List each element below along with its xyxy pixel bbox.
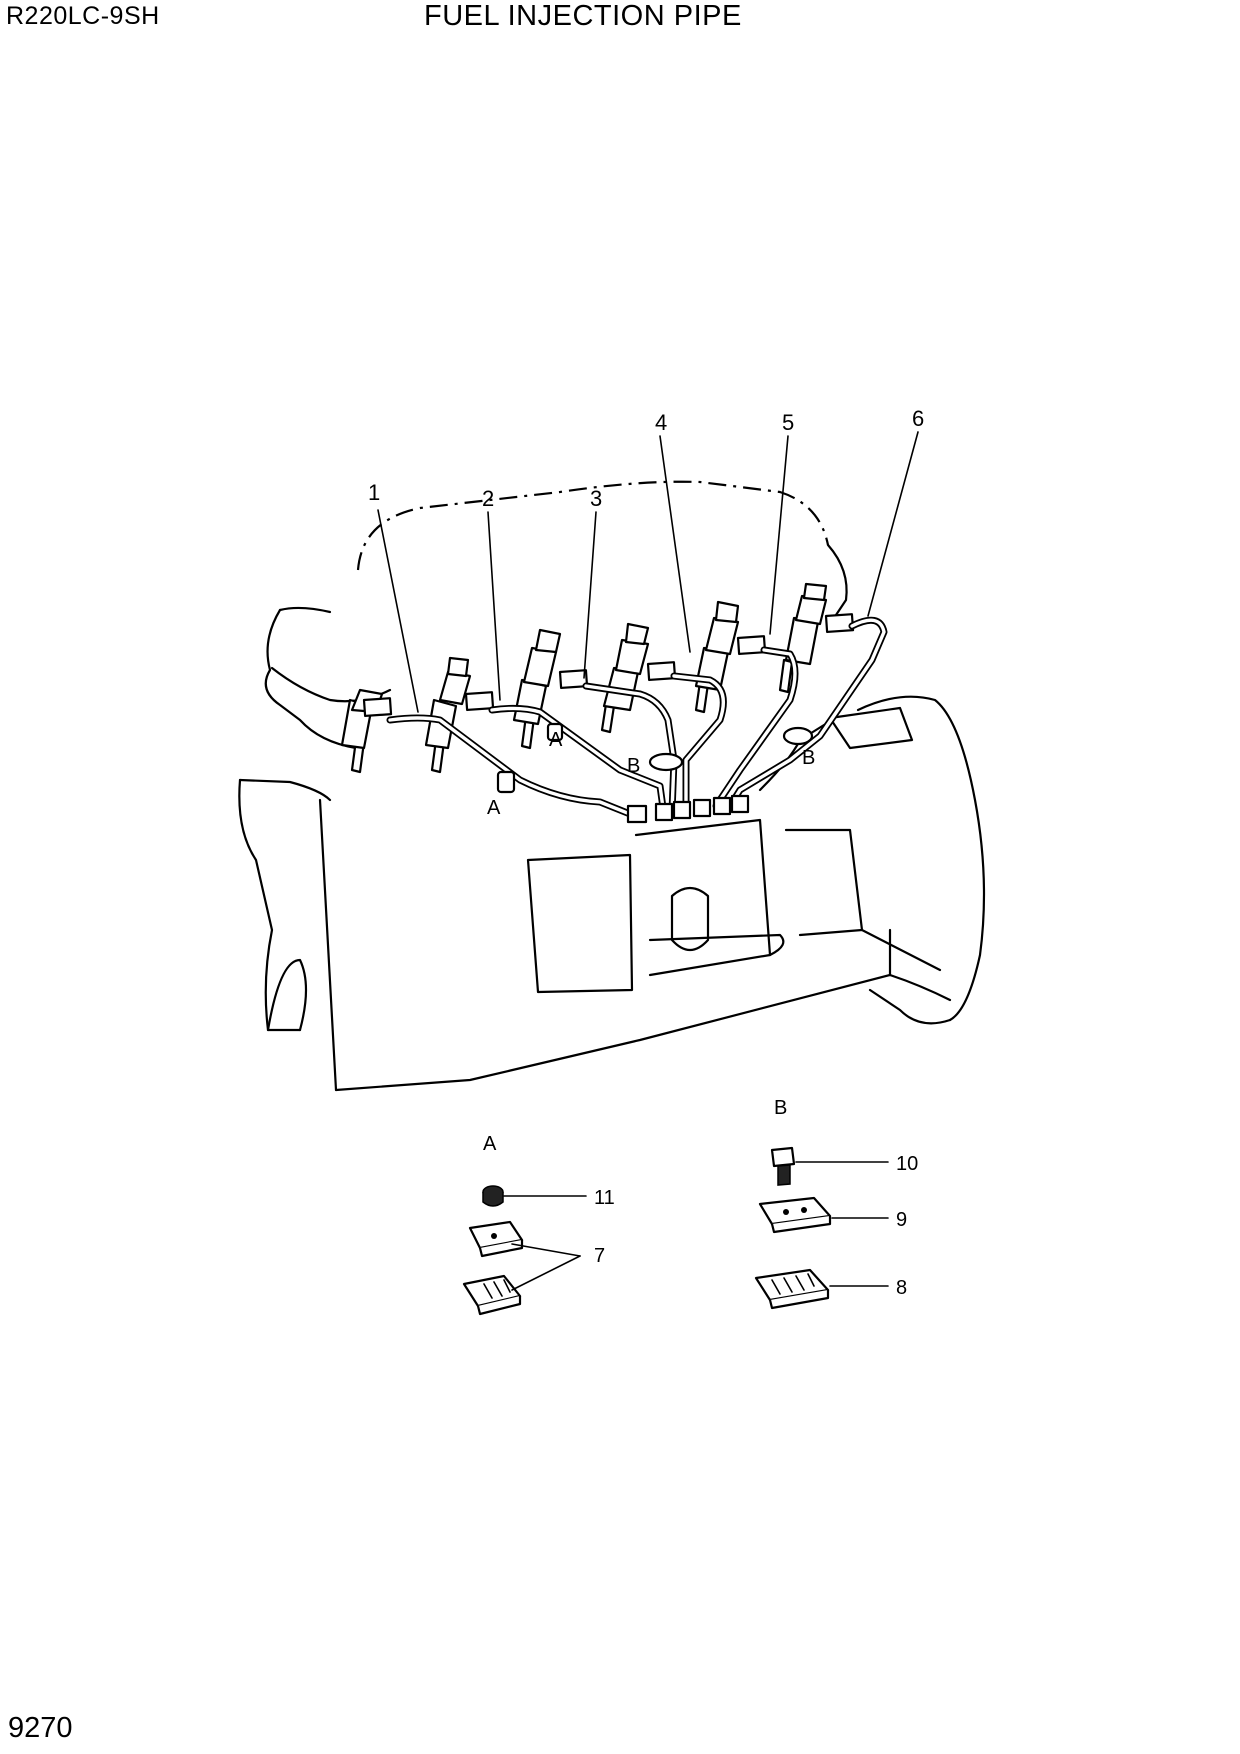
callout-2: 2 — [482, 486, 494, 511]
page-title: FUEL INJECTION PIPE — [424, 0, 742, 32]
callout-10: 10 — [896, 1153, 918, 1175]
part-7-clamp-lower — [462, 1274, 522, 1316]
clamp-label-b-left: B — [627, 755, 640, 777]
detail-b: B 10 9 8 — [754, 1097, 918, 1310]
callout-5: 5 — [782, 410, 794, 435]
callout-8: 8 — [896, 1277, 907, 1299]
leader-lines — [377, 431, 919, 713]
part-7-clamp-upper — [468, 1220, 524, 1258]
model-number: R220LC-9SH — [6, 2, 160, 30]
clamp-a-lower — [496, 770, 516, 794]
clamp-label-b-right: B — [802, 747, 815, 769]
callout-3: 3 — [590, 486, 602, 511]
injector-set — [340, 582, 855, 774]
callout-9: 9 — [896, 1209, 907, 1231]
page-number: 9270 — [8, 1712, 73, 1744]
clamp-b-left — [648, 752, 684, 772]
clamp-a-upper — [546, 722, 564, 742]
fuel-pipes — [386, 616, 888, 824]
detail-a-label: A — [483, 1133, 497, 1155]
injector-3 — [512, 628, 589, 750]
part-9-clamp-plate — [758, 1196, 832, 1234]
engine-block-outline — [238, 480, 986, 1092]
clamp-label-a-upper: A — [549, 729, 563, 751]
injector-1 — [340, 688, 393, 774]
part-10-bolt — [770, 1146, 796, 1186]
injector-4 — [600, 622, 677, 734]
detail-b-label: B — [774, 1097, 787, 1119]
injector-5 — [694, 600, 767, 714]
injector-6 — [778, 582, 855, 694]
callout-4: 4 — [655, 410, 667, 435]
callout-1: 1 — [368, 480, 380, 505]
callout-11: 11 — [594, 1187, 615, 1209]
clamp-label-a-lower: A — [487, 797, 501, 819]
part-11-nut — [482, 1185, 504, 1207]
part-8-clamp-base — [754, 1268, 830, 1310]
clamp-b-right — [782, 726, 814, 746]
callout-6: 6 — [912, 406, 924, 431]
detail-a: A 11 7 — [462, 1133, 615, 1316]
pipe-clamps — [496, 722, 814, 794]
callout-7: 7 — [594, 1245, 605, 1267]
